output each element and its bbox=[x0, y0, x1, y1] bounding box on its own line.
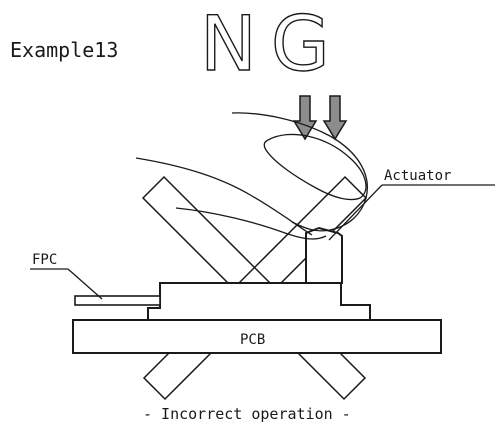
fingernail bbox=[263, 133, 367, 201]
press-arrows-icon bbox=[292, 95, 348, 141]
actuator bbox=[305, 226, 343, 284]
actuator-label: Actuator bbox=[384, 168, 451, 184]
caption: - Incorrect operation - bbox=[143, 405, 351, 423]
fpc-cable bbox=[74, 295, 161, 306]
finger-outline bbox=[231, 112, 368, 232]
actuator-leader bbox=[328, 184, 495, 241]
example-title: Example13 bbox=[10, 38, 118, 62]
finger-icon bbox=[135, 112, 368, 240]
finger-upper-edge bbox=[135, 157, 313, 236]
fpc-leader bbox=[30, 268, 103, 300]
pcb-board bbox=[72, 319, 442, 354]
connector-housing bbox=[147, 282, 371, 321]
pcb-label: PCB bbox=[240, 332, 265, 348]
finger-lower-edge bbox=[175, 207, 327, 240]
press-arrow-right-icon bbox=[322, 95, 348, 141]
press-arrow-left-icon bbox=[292, 95, 318, 141]
fpc-label: FPC bbox=[32, 252, 57, 268]
ng-verdict: NG bbox=[200, 0, 344, 88]
